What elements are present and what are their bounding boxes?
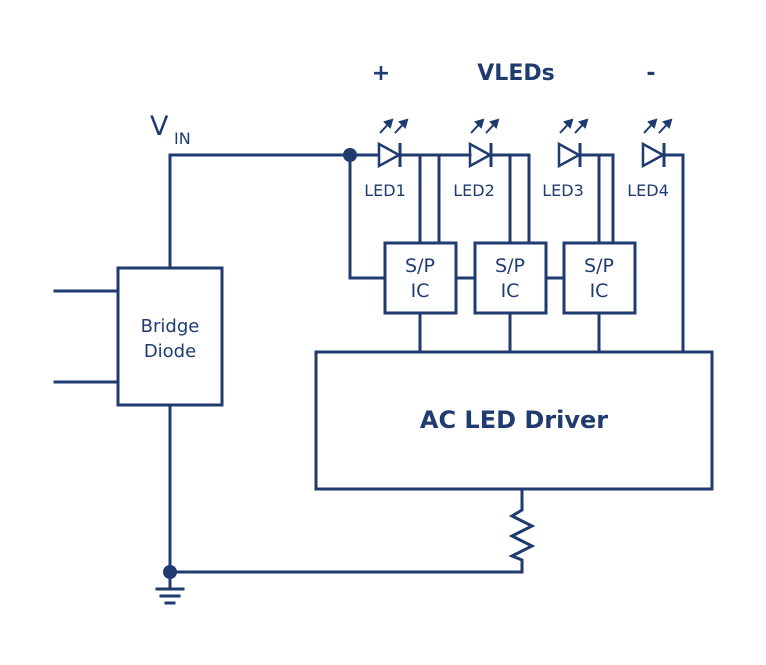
led1 [377, 118, 409, 169]
wire-vin-to-sp1 [348, 153, 387, 280]
sp-ic-2 [473, 241, 548, 315]
vin-label: V [150, 111, 169, 142]
sp-ic-1 [383, 241, 458, 315]
led2-diode-icon [468, 141, 493, 169]
led1-diode-icon [377, 141, 402, 169]
sp-ic-2-label-line1: S/P [495, 255, 525, 277]
led3-diode-icon [557, 141, 582, 169]
led2-label: LED2 [453, 181, 495, 200]
led2 [468, 118, 500, 169]
sense-resistor [168, 487, 536, 574]
bridge-diode-box [116, 266, 224, 407]
led4-label: LED4 [627, 181, 669, 200]
vin-rail [168, 153, 352, 270]
led3 [557, 118, 589, 169]
wire-led4-out [663, 153, 685, 354]
bridge-label-line2: Diode [144, 341, 196, 362]
ground-icon [155, 570, 185, 605]
led1-label: LED1 [364, 181, 406, 200]
sp-ic-1-label-line1: S/P [405, 255, 435, 277]
vin-subscript: IN [174, 129, 191, 148]
sp-ic-3-label-line2: IC [590, 280, 609, 302]
led3-label: LED3 [542, 181, 584, 200]
sp-ic-3 [562, 241, 637, 315]
ac-led-driver-box [314, 350, 714, 491]
vleds-minus-label: - [646, 61, 655, 86]
ac-led-driver-label: AC LED Driver [420, 406, 608, 434]
vleds-plus-label: + [372, 61, 390, 86]
sp-ic-2-label-line2: IC [501, 280, 520, 302]
led4 [641, 118, 673, 169]
sp-ic-1-label-line2: IC [411, 280, 430, 302]
vleds-label: VLEDs [477, 61, 554, 86]
sp-ic-3-label-line1: S/P [584, 255, 614, 277]
led4-diode-icon [641, 141, 666, 169]
bridge-label-line1: Bridge [141, 316, 200, 337]
